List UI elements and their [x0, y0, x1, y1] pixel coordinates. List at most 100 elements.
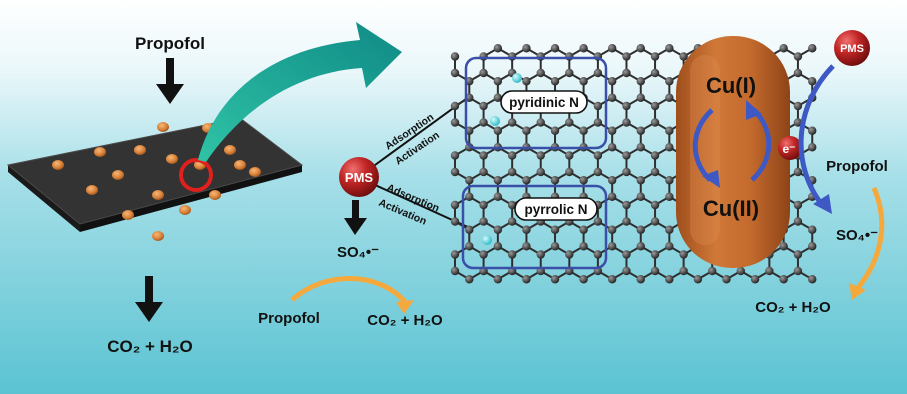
- cu-nanoparticle: [152, 190, 164, 200]
- cu-nanoparticles: [52, 122, 261, 241]
- carbon-atom: [607, 176, 617, 185]
- carbon-atom: [450, 217, 460, 226]
- carbon-atom: [565, 118, 574, 127]
- carbon-atom: [736, 266, 745, 276]
- carbon-atom: [793, 101, 803, 111]
- carbon-atom: [693, 275, 703, 284]
- carbon-atom: [450, 52, 460, 61]
- carbon-atom: [808, 275, 817, 284]
- carbon-atom: [579, 176, 588, 185]
- carbon-atom: [636, 176, 645, 185]
- pyridinic-n-box: [464, 56, 608, 150]
- reduction-cycle-arrow-left-head: [702, 170, 720, 188]
- carbon-atom: [507, 217, 517, 226]
- carbon-atom: [550, 44, 560, 53]
- carbon-atom: [479, 250, 488, 259]
- carbon-atom: [536, 118, 545, 127]
- carbon-atom: [622, 200, 631, 210]
- cu-nanoparticle: [52, 160, 64, 170]
- carbon-atom: [593, 250, 603, 259]
- propofol-right-label: Propofol: [826, 158, 888, 175]
- carbon-atom: [679, 266, 688, 276]
- carbon-atom: [607, 192, 617, 201]
- co2-h2o-bottom-label: CO₂ + H₂O: [367, 312, 443, 329]
- carbon-atom: [579, 77, 588, 86]
- carbon-atom: [493, 77, 503, 86]
- carbon-atom: [493, 93, 503, 102]
- carbon-atom: [665, 77, 674, 86]
- carbon-atom: [636, 126, 645, 135]
- so4-right-label: SO₄•⁻: [836, 227, 878, 244]
- carbon-atom: [808, 143, 817, 152]
- carbon-atom: [622, 217, 631, 226]
- carbon-atom: [793, 250, 803, 259]
- carbon-atom: [493, 176, 503, 185]
- carbon-atom: [793, 52, 803, 61]
- carbon-atom: [665, 44, 674, 53]
- cu-nanoparticle: [152, 231, 164, 241]
- carbon-atom: [622, 167, 631, 177]
- carbon-atom: [636, 225, 645, 234]
- carbon-atom: [507, 151, 517, 160]
- carbon-atom: [665, 143, 674, 152]
- carbon-atom: [607, 44, 617, 53]
- pms-ball-center: PMS: [339, 157, 379, 197]
- carbon-atom: [650, 101, 660, 111]
- svg-text:PMS: PMS: [840, 43, 864, 55]
- down-arrow-top: [156, 58, 184, 104]
- carbon-atom: [579, 242, 588, 251]
- carbon-atom: [808, 126, 817, 135]
- carbon-atom: [522, 242, 531, 251]
- carbon-atom: [507, 52, 517, 61]
- carbon-atom: [522, 225, 531, 234]
- carbon-atom: [536, 52, 545, 61]
- carbon-atom: [779, 44, 788, 53]
- carbon-atom: [479, 118, 488, 127]
- carbon-atom: [550, 126, 560, 135]
- carbon-atom: [808, 242, 817, 251]
- carbon-atom: [808, 77, 817, 86]
- carbon-atom: [493, 126, 503, 135]
- carbon-atom: [593, 68, 603, 78]
- carbon-atom: [507, 118, 517, 127]
- carbon-atom: [636, 242, 645, 251]
- carbon-atom: [750, 275, 760, 284]
- pyrrolic-nitrogen-atom: [482, 235, 492, 245]
- carbon-atom: [665, 126, 674, 135]
- carbon-atom: [708, 266, 717, 276]
- carbon-atom: [522, 77, 531, 86]
- co2-h2o-left-label: CO₂ + H₂O: [107, 337, 192, 356]
- carbon-atom: [593, 151, 603, 160]
- cu-nanoparticle: [112, 170, 124, 180]
- svg-text:pyrrolic N: pyrrolic N: [524, 202, 587, 217]
- carbon-atom: [565, 167, 574, 177]
- cu-nanoparticle: [122, 210, 134, 220]
- cu-nanoparticle: [179, 205, 191, 215]
- carbon-atom: [493, 242, 503, 251]
- carbon-atom: [650, 68, 660, 78]
- carbon-atom: [622, 250, 631, 259]
- carbon-atom: [479, 101, 488, 111]
- cu-nanoparticle: [86, 185, 98, 195]
- pms-ball-right: PMS: [834, 30, 870, 66]
- carbon-atom: [593, 118, 603, 127]
- carbon-atom: [465, 176, 474, 185]
- pyrrolic-n-box: [461, 184, 608, 270]
- carbon-atom: [465, 275, 474, 284]
- carbon-atom: [665, 275, 674, 284]
- carbon-atom: [493, 192, 503, 201]
- carbon-atom: [622, 52, 631, 61]
- carbon-atom: [450, 167, 460, 177]
- carbon-atom: [808, 225, 817, 234]
- catalyst-sheet: [6, 117, 304, 232]
- carbon-atom: [650, 266, 660, 276]
- pyridinic-nitrogen-atom-2: [490, 116, 500, 126]
- carbon-atom: [665, 225, 674, 234]
- carbon-atom: [465, 143, 474, 152]
- carbon-atom: [793, 167, 803, 177]
- carbon-atom: [636, 93, 645, 102]
- carbon-atom: [607, 93, 617, 102]
- oxidation-cycle-arrow-right-head: [746, 100, 762, 120]
- carbon-atom: [793, 266, 803, 276]
- propofol-bottom-label: Propofol: [258, 310, 320, 327]
